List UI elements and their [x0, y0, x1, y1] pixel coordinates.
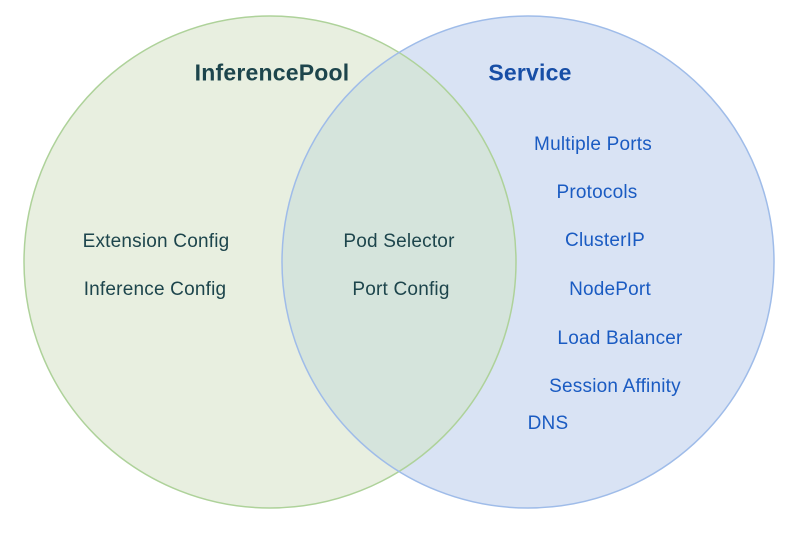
left-item-extension-config: Extension Config [82, 231, 230, 252]
overlap-lens [282, 16, 516, 508]
right-circle-outline [281, 15, 775, 509]
right-item-dns: DNS [527, 413, 569, 434]
right-item-session-affinity: Session Affinity [549, 376, 681, 397]
right-item-clusterip: ClusterIP [565, 230, 645, 251]
left-circle-title: InferencePool [194, 59, 350, 86]
right-circle-title: Service [488, 59, 572, 86]
right-item-protocols: Protocols [556, 182, 638, 203]
right-item-multiple-ports: Multiple Ports [534, 134, 652, 155]
right-item-nodeport: NodePort [569, 279, 651, 300]
right-item-load-balancer: Load Balancer [557, 328, 683, 349]
overlap-item-pod-selector: Pod Selector [343, 231, 455, 252]
overlap-item-port-config: Port Config [352, 279, 450, 300]
left-circle-outline [23, 15, 517, 509]
left-item-inference-config: Inference Config [83, 279, 227, 300]
